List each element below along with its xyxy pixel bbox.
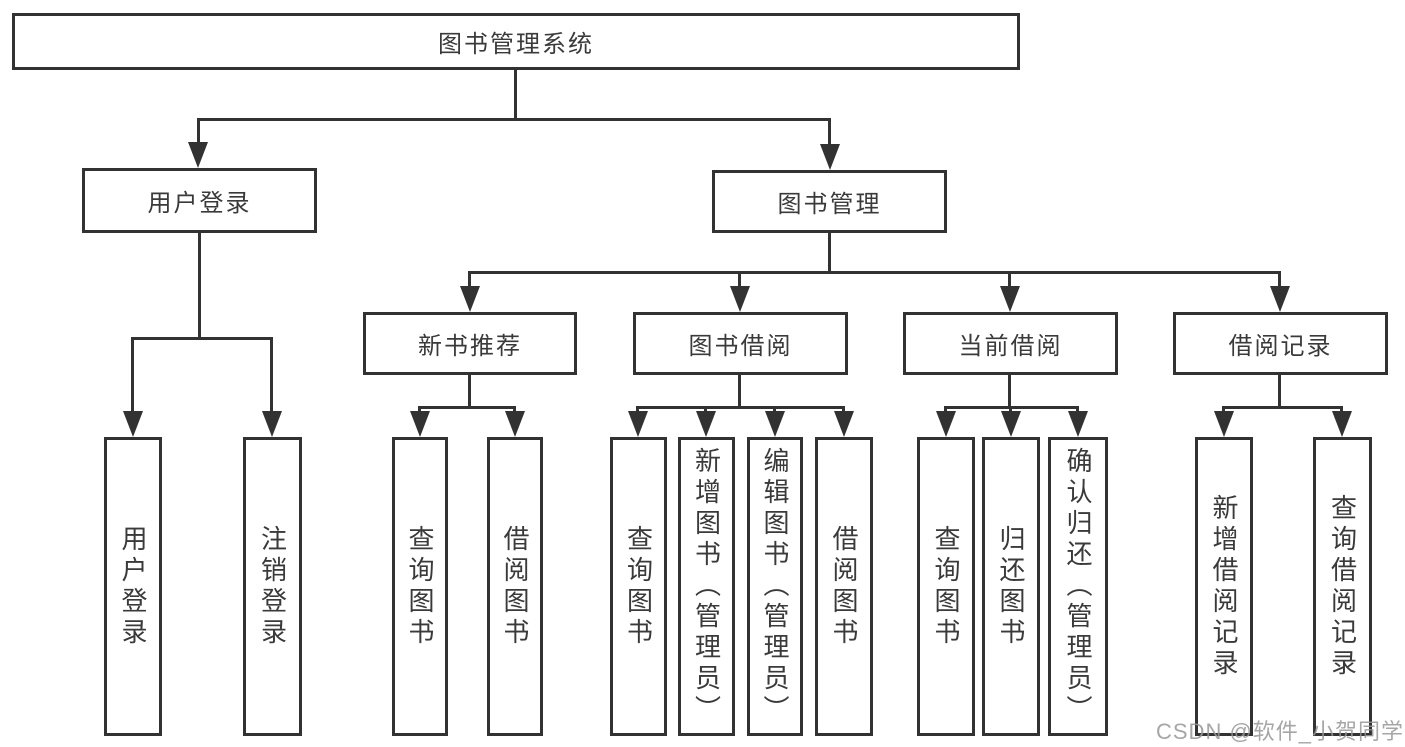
leaf-borrow-borrow-label: 借阅图书 (829, 524, 859, 649)
arrowhead-to-borrow-edit (765, 411, 785, 437)
node-book-borrow: 图书借阅 (633, 312, 848, 375)
edge-book-mgmt-trunk (828, 233, 831, 271)
leaf-current-confirm-admin-label: 确认归还（管理员） (1063, 447, 1093, 726)
edge-to-book-mgmt (828, 118, 831, 157)
node-book-mgmt: 图书管理 (712, 170, 947, 233)
edge-borrow-record-trunk (1278, 375, 1281, 406)
node-new-book-label: 新书推荐 (418, 333, 522, 360)
edge-borrow-record-bar (1223, 406, 1343, 409)
edge-root-trunk (514, 69, 517, 118)
edge-user-login-trunk (198, 233, 201, 337)
node-borrow-record-label: 借阅记录 (1228, 333, 1333, 360)
node-library-system-label: 图书管理系统 (438, 31, 594, 58)
leaf-newbook-borrow-label: 借阅图书 (500, 524, 530, 649)
leaf-logout: 注销登录 (243, 437, 302, 736)
leaf-current-confirm-admin: 确认归还（管理员） (1048, 437, 1108, 736)
leaf-current-return: 归还图书 (982, 437, 1040, 736)
leaf-borrow-edit-admin-label: 编辑图书（管理员） (760, 447, 790, 726)
edge-new-book-bar (419, 406, 516, 409)
leaf-current-query: 查询图书 (917, 437, 975, 736)
node-library-system: 图书管理系统 (12, 13, 1020, 70)
leaf-user-login-label: 用户登录 (118, 524, 148, 649)
leaf-record-add: 新增借阅记录 (1195, 437, 1253, 736)
edge-book-mgmt-bar (469, 271, 1281, 274)
leaf-record-add-label: 新增借阅记录 (1209, 493, 1239, 680)
arrowhead-to-user-login (188, 142, 208, 168)
arrowhead-to-login-leaf (123, 411, 143, 437)
leaf-borrow-query-label: 查询图书 (623, 524, 654, 649)
edge-to-user-login (197, 118, 200, 155)
edge-to-new-book (468, 271, 471, 299)
arrowhead-to-book-mgmt (820, 144, 840, 170)
leaf-borrow-borrow: 借阅图书 (815, 437, 873, 736)
arrowhead-to-borrow-query (628, 411, 648, 437)
leaf-newbook-borrow: 借阅图书 (487, 437, 543, 736)
leaf-current-query-label: 查询图书 (931, 524, 961, 649)
edge-to-login-leaf (131, 337, 134, 425)
leaf-borrow-query: 查询图书 (610, 437, 667, 736)
arrowhead-to-current-confirm (1068, 411, 1088, 437)
arrowhead-to-new-book (460, 286, 480, 312)
edge-to-logout-leaf (270, 337, 273, 425)
arrowhead-to-current-query (936, 411, 956, 437)
leaf-current-return-label: 归还图书 (996, 524, 1026, 649)
arrowhead-to-newbook-borrow (505, 411, 525, 437)
arrowhead-to-borrow-add (696, 411, 716, 437)
edge-root-bar (197, 118, 831, 121)
arrowhead-to-book-borrow (730, 286, 750, 312)
node-user-login: 用户登录 (82, 168, 317, 233)
watermark: CSDN @软件_小贺同学 (1156, 719, 1405, 744)
edge-to-borrow-record (1278, 271, 1281, 299)
leaf-borrow-add-admin: 新增图书（管理员） (678, 437, 735, 736)
edge-new-book-trunk (468, 375, 471, 406)
arrowhead-to-borrow-record (1270, 286, 1290, 312)
node-current-borrow: 当前借阅 (903, 312, 1118, 375)
edge-book-borrow-trunk (738, 375, 741, 406)
edge-current-borrow-trunk (1008, 375, 1011, 406)
arrowhead-to-borrow-borrow (834, 411, 854, 437)
leaf-newbook-query-label: 查询图书 (405, 524, 435, 649)
leaf-record-query-label: 查询借阅记录 (1327, 493, 1358, 680)
arrowhead-to-current-return (1001, 411, 1021, 437)
arrowhead-to-record-query (1332, 411, 1352, 437)
leaf-logout-label: 注销登录 (257, 524, 288, 649)
edge-book-borrow-bar (637, 406, 845, 409)
node-book-mgmt-label: 图书管理 (777, 191, 882, 218)
arrowhead-to-record-add (1214, 411, 1234, 437)
leaf-borrow-add-admin-label: 新增图书（管理员） (691, 447, 722, 726)
node-book-borrow-label: 图书借阅 (688, 333, 793, 360)
node-new-book: 新书推荐 (363, 312, 577, 375)
node-borrow-record: 借阅记录 (1173, 312, 1388, 375)
leaf-newbook-query: 查询图书 (392, 437, 448, 736)
arrowhead-to-logout-leaf (262, 411, 282, 437)
node-user-login-label: 用户登录 (147, 190, 252, 217)
leaf-borrow-edit-admin: 编辑图书（管理员） (747, 437, 803, 736)
leaf-record-query: 查询借阅记录 (1313, 437, 1372, 736)
arrowhead-to-current-borrow (1000, 286, 1020, 312)
arrowhead-to-newbook-query (410, 411, 430, 437)
edge-to-book-borrow (738, 271, 741, 299)
edge-to-current-borrow (1008, 271, 1011, 299)
leaf-user-login: 用户登录 (104, 437, 162, 736)
edge-user-login-bar (132, 337, 273, 340)
node-current-borrow-label: 当前借阅 (958, 333, 1063, 360)
edge-current-borrow-bar (945, 406, 1079, 409)
